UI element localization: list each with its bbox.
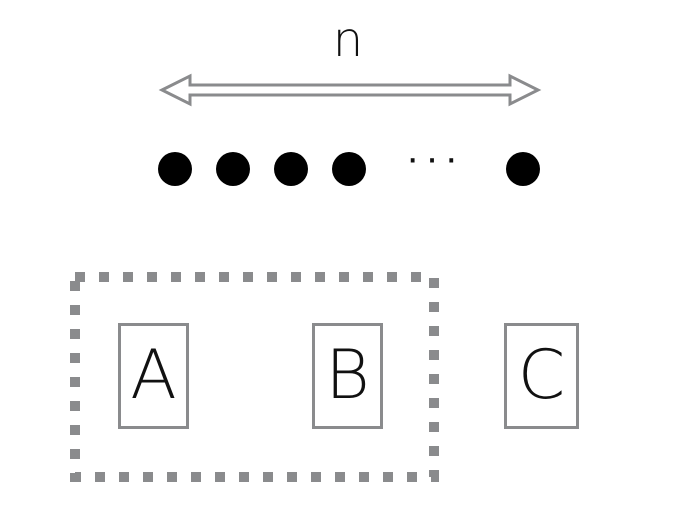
double-arrow [158, 73, 542, 107]
dot-4 [332, 152, 366, 186]
double-arrow-outline [158, 73, 542, 107]
item-box-a: A [118, 323, 189, 429]
dot-3 [274, 152, 308, 186]
item-box-b: B [312, 323, 383, 429]
item-box-c: C [504, 323, 579, 429]
ellipsis: ··· [406, 136, 464, 180]
dot-last [506, 152, 540, 186]
group-dotted-border [70, 272, 439, 482]
item-letter-a: A [130, 336, 177, 415]
dot-1 [158, 152, 192, 186]
dot-row [158, 152, 540, 186]
item-letter-b: B [325, 336, 370, 415]
item-letter-c: C [517, 336, 566, 415]
dot-2 [216, 152, 250, 186]
n-label: n [332, 12, 364, 68]
